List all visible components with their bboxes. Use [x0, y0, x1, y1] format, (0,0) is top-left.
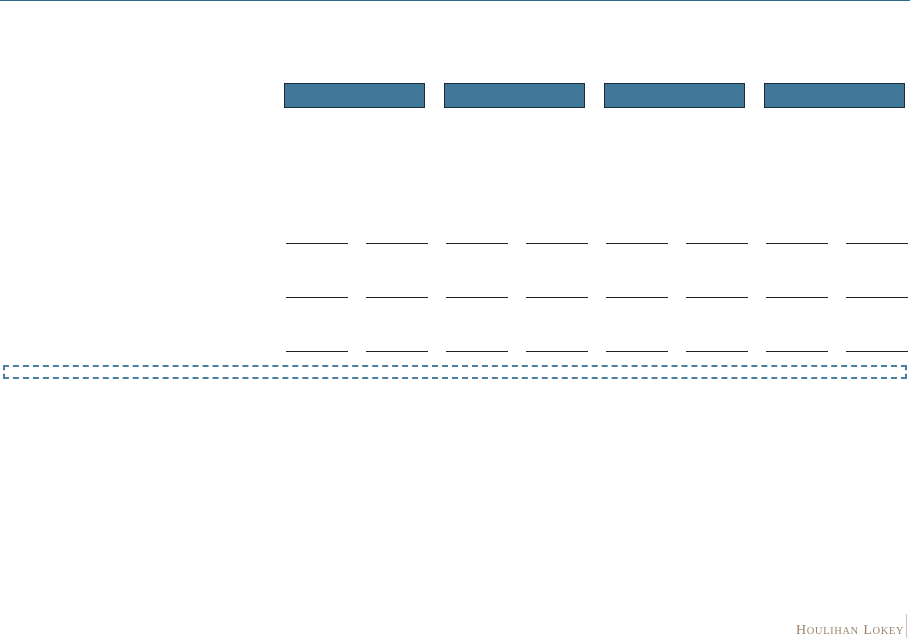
underline-row-2-col-3 — [446, 297, 508, 298]
underline-row-1-col-4 — [526, 243, 588, 244]
column-header-3 — [604, 83, 745, 108]
underline-row-2-col-6 — [686, 297, 748, 298]
underline-row-3-col-6 — [686, 351, 748, 352]
underline-row-3-col-7 — [766, 351, 828, 352]
top-rule — [0, 0, 910, 1]
underline-row-1-col-2 — [366, 243, 428, 244]
underline-row-3-col-5 — [606, 351, 668, 352]
underline-row-2-col-5 — [606, 297, 668, 298]
underline-row-2-col-7 — [766, 297, 828, 298]
underline-row-1-col-5 — [606, 243, 668, 244]
underline-row-1-col-3 — [446, 243, 508, 244]
underline-row-1-col-1 — [286, 243, 348, 244]
underline-row-1-col-7 — [766, 243, 828, 244]
underline-row-2-col-4 — [526, 297, 588, 298]
underline-row-1-col-6 — [686, 243, 748, 244]
underline-row-3-col-4 — [526, 351, 588, 352]
company-logo: HOULIHAN LOKEY — [796, 623, 905, 638]
underline-row-3-col-2 — [366, 351, 428, 352]
column-header-2 — [444, 83, 585, 108]
underline-row-3-col-3 — [446, 351, 508, 352]
underline-row-2-col-1 — [286, 297, 348, 298]
underline-row-3-col-8 — [846, 351, 908, 352]
underline-row-2-col-2 — [366, 297, 428, 298]
column-header-1 — [284, 83, 425, 108]
underline-row-3-col-1 — [286, 351, 348, 352]
underline-row-1-col-8 — [846, 243, 908, 244]
column-header-4 — [764, 83, 905, 108]
footer-divider — [906, 614, 907, 638]
underline-row-2-col-8 — [846, 297, 908, 298]
dashed-highlight-box — [3, 365, 907, 379]
